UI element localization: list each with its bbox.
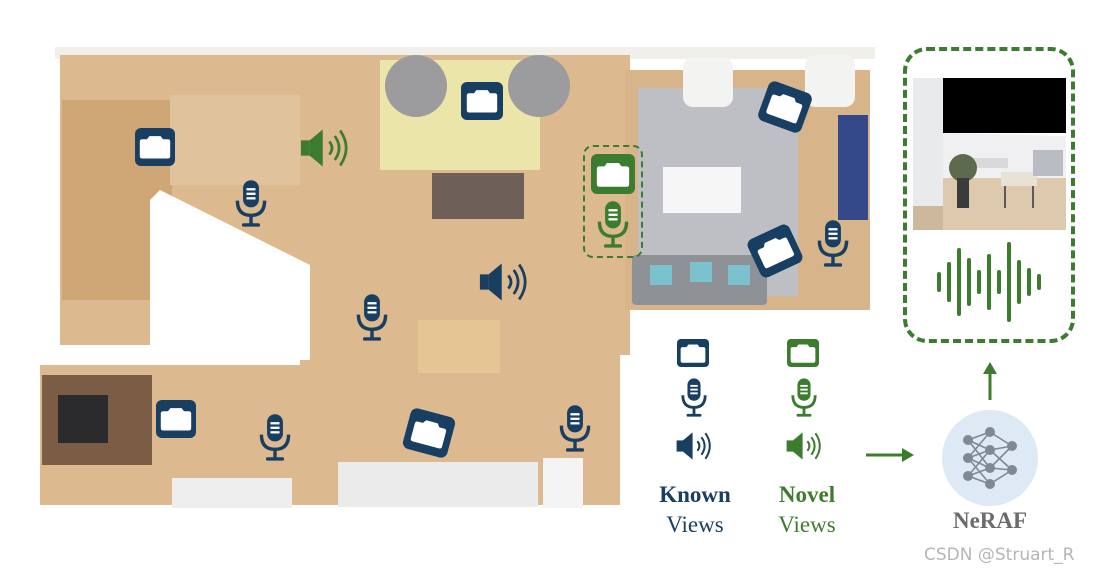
speaker-icon xyxy=(478,262,527,302)
microphone-icon xyxy=(597,199,629,250)
arrow-up-icon xyxy=(983,362,997,400)
table-dark xyxy=(432,173,524,219)
known-label-line2: Views xyxy=(666,512,724,537)
waveform-icon xyxy=(937,242,1041,322)
known-views-label: Known Views xyxy=(640,480,750,540)
fridge xyxy=(543,458,583,508)
pouf-left xyxy=(385,55,447,117)
camera-icon xyxy=(758,81,812,133)
pouf-right xyxy=(508,55,570,117)
camera-icon xyxy=(402,408,456,458)
cushion-3 xyxy=(728,265,750,285)
microphone-icon xyxy=(259,412,291,463)
armchair-right xyxy=(805,55,855,107)
cushion-2 xyxy=(690,262,712,282)
void-area xyxy=(150,190,310,360)
camera-icon xyxy=(156,400,196,438)
speaker-icon xyxy=(299,128,348,168)
neural-network-badge xyxy=(942,410,1038,506)
speaker-icon xyxy=(675,431,711,461)
camera-icon xyxy=(677,339,709,367)
tv-stand xyxy=(838,115,868,220)
camera-icon xyxy=(787,339,819,367)
microphone-icon xyxy=(817,218,849,269)
novel-label-line2: Views xyxy=(778,512,836,537)
microphone-icon xyxy=(559,403,591,454)
speaker-icon xyxy=(785,431,821,461)
camera-icon xyxy=(461,82,503,120)
known-label-line1: Known xyxy=(659,482,731,507)
arrow-right-icon xyxy=(866,448,914,462)
rendered-view-image xyxy=(913,78,1066,230)
camera-icon xyxy=(135,128,175,166)
lower-wall xyxy=(172,478,292,508)
camera-icon xyxy=(591,154,635,194)
watermark: CSDN @Struart_R xyxy=(924,545,1075,565)
microphone-icon xyxy=(791,377,817,419)
coffee-table xyxy=(663,167,741,213)
novel-views-label: Novel Views xyxy=(752,480,862,540)
novel-label-line1: Novel xyxy=(778,482,836,507)
camera-icon xyxy=(747,224,803,278)
bed xyxy=(58,395,108,443)
model-name: NeRAF xyxy=(952,508,1028,533)
novel-view-box xyxy=(583,145,643,258)
microphone-icon xyxy=(235,178,267,229)
void-strip xyxy=(0,345,300,365)
microphone-icon xyxy=(681,377,707,419)
microphone-icon xyxy=(356,292,388,343)
dining-table xyxy=(418,320,500,373)
output-box xyxy=(903,47,1075,343)
stairs-top xyxy=(170,95,300,185)
counter xyxy=(338,462,538,507)
cushion-1 xyxy=(650,265,672,285)
armchair-left xyxy=(683,57,733,107)
neural-network-icon xyxy=(963,427,1017,489)
